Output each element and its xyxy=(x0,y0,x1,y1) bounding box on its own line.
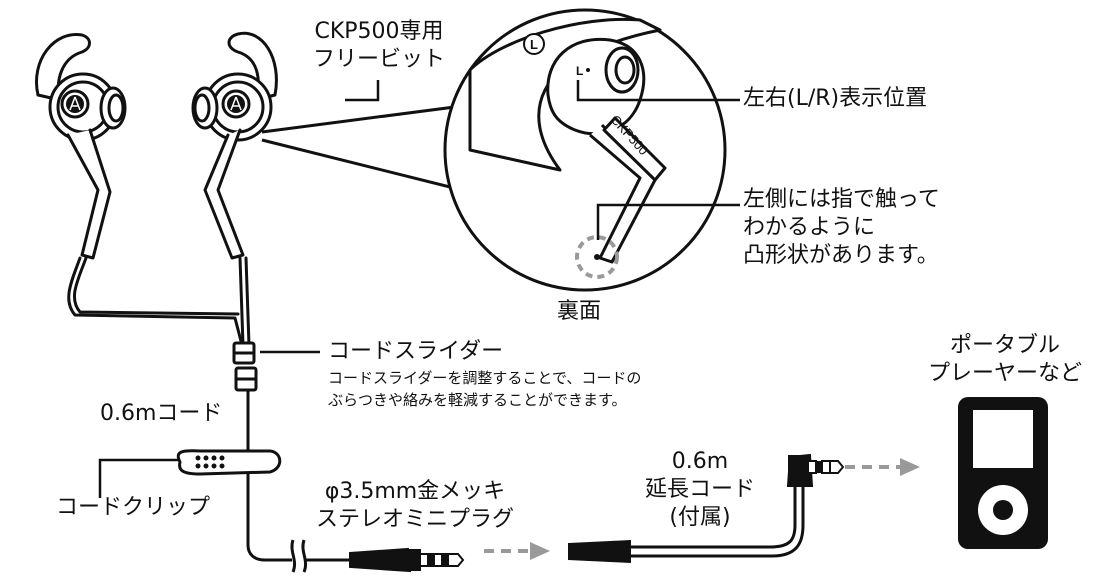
cord-break-icon xyxy=(290,539,308,573)
extension-cord xyxy=(568,453,845,564)
zoomed-back-view xyxy=(468,17,667,264)
cord-slider-description: コードスライダーを調整することで、コードの ぶらつきや絡みを軽減することができま… xyxy=(328,367,641,411)
plug-label-line2: ステレオミニプラグ xyxy=(315,507,514,532)
bump-highlight xyxy=(575,235,619,279)
plug-label: φ3.5mm金メッキ ステレオミニプラグ xyxy=(300,478,530,534)
plug-label-line1: φ3.5mm金メッキ xyxy=(324,479,506,504)
cord-slider-label: コードスライダー xyxy=(328,339,504,364)
left-logo-icon xyxy=(66,95,84,113)
player-label-line1: ポータブル xyxy=(949,333,1060,358)
lr-position-label: 左右(L/R)表示位置 xyxy=(743,86,928,111)
extension-cord-label: 0.6m 延長コード (付属) xyxy=(635,448,765,532)
extension-cord-label-line2: 延長コード xyxy=(644,477,755,502)
cord-slider-description-line2: ぶらつきや絡みを軽減することができます。 xyxy=(328,391,627,409)
back-side-label: 裏面 xyxy=(557,299,602,324)
left-earphone xyxy=(35,32,127,260)
cord-clip xyxy=(176,449,282,476)
extension-cord-label-line1: 0.6m xyxy=(671,449,729,474)
left-circle-mark: L xyxy=(523,33,545,55)
connection-arrow-1 xyxy=(484,542,550,560)
stereo-mini-plug xyxy=(349,547,465,573)
bump-description-line2: わかるように xyxy=(743,215,876,240)
right-earphone xyxy=(191,31,278,260)
cord xyxy=(67,256,352,562)
eartip-label: CKP500専用 フリービット xyxy=(299,18,459,74)
leader-lines xyxy=(98,80,740,498)
connection-arrow-2 xyxy=(845,458,920,476)
bump-description: 左側には指で触って わかるように 凸形状があります。 xyxy=(743,186,940,270)
left-indicator: L xyxy=(576,64,583,78)
bump-dot xyxy=(594,254,600,260)
bump-description-line3: 凸形状があります。 xyxy=(743,243,939,268)
cord-clip-label: コードクリップ xyxy=(56,495,211,520)
portable-player-icon xyxy=(958,397,1048,549)
cord-slider xyxy=(232,341,258,392)
extension-plug-tip xyxy=(807,460,845,474)
player-label-line2: プレーヤーなど xyxy=(927,361,1082,386)
eartip-label-line1: CKP500専用 xyxy=(314,19,444,44)
right-logo-icon xyxy=(227,95,245,113)
cord-slider-description-line1: コードスライダーを調整することで、コードの xyxy=(328,369,642,387)
player-label: ポータブル プレーヤーなど xyxy=(920,332,1090,388)
eartip-label-line2: フリービット xyxy=(312,47,445,72)
bump-description-line1: 左側には指で触って xyxy=(743,187,940,212)
cord-length-label: 0.6mコード xyxy=(100,401,223,426)
svg-text:L: L xyxy=(530,37,538,52)
extension-cord-label-line3: (付属) xyxy=(669,505,731,530)
